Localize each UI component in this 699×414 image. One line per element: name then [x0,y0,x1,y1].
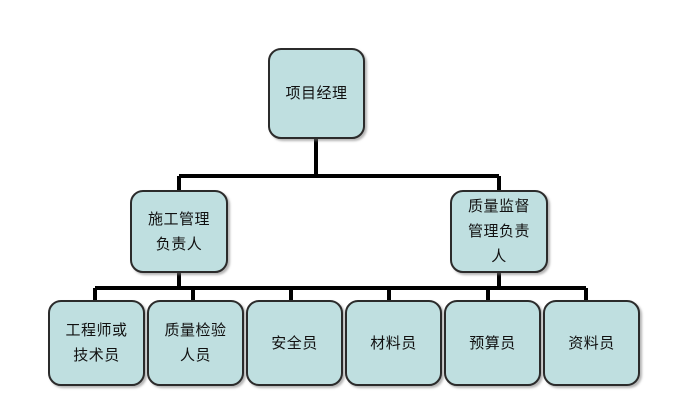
node-quality-supervision-head[interactable]: 质量监督 管理负责 人 [450,190,548,273]
node-material-officer[interactable]: 材料员 [345,300,442,386]
node-label: 质量监督 管理负责 人 [467,197,530,265]
node-construction-management-head[interactable]: 施工管理 负责人 [130,190,228,273]
node-engineer-technician[interactable]: 工程师或 技术员 [48,300,145,386]
node-label: 预算员 [469,333,516,352]
node-label: 资料员 [568,333,615,352]
node-safety-officer[interactable]: 安全员 [246,300,343,386]
node-label: 安全员 [271,333,318,352]
node-quality-inspector[interactable]: 质量检验 人员 [147,300,244,386]
node-label: 工程师或 技术员 [65,321,128,364]
node-label: 施工管理 负责人 [147,209,210,253]
node-label: 项目经理 [285,84,348,102]
node-label: 材料员 [370,333,417,352]
node-budget-officer[interactable]: 预算员 [444,300,541,386]
node-archive-officer[interactable]: 资料员 [543,300,640,386]
node-project-manager[interactable]: 项目经理 [268,48,365,139]
node-label: 质量检验 人员 [164,321,227,364]
